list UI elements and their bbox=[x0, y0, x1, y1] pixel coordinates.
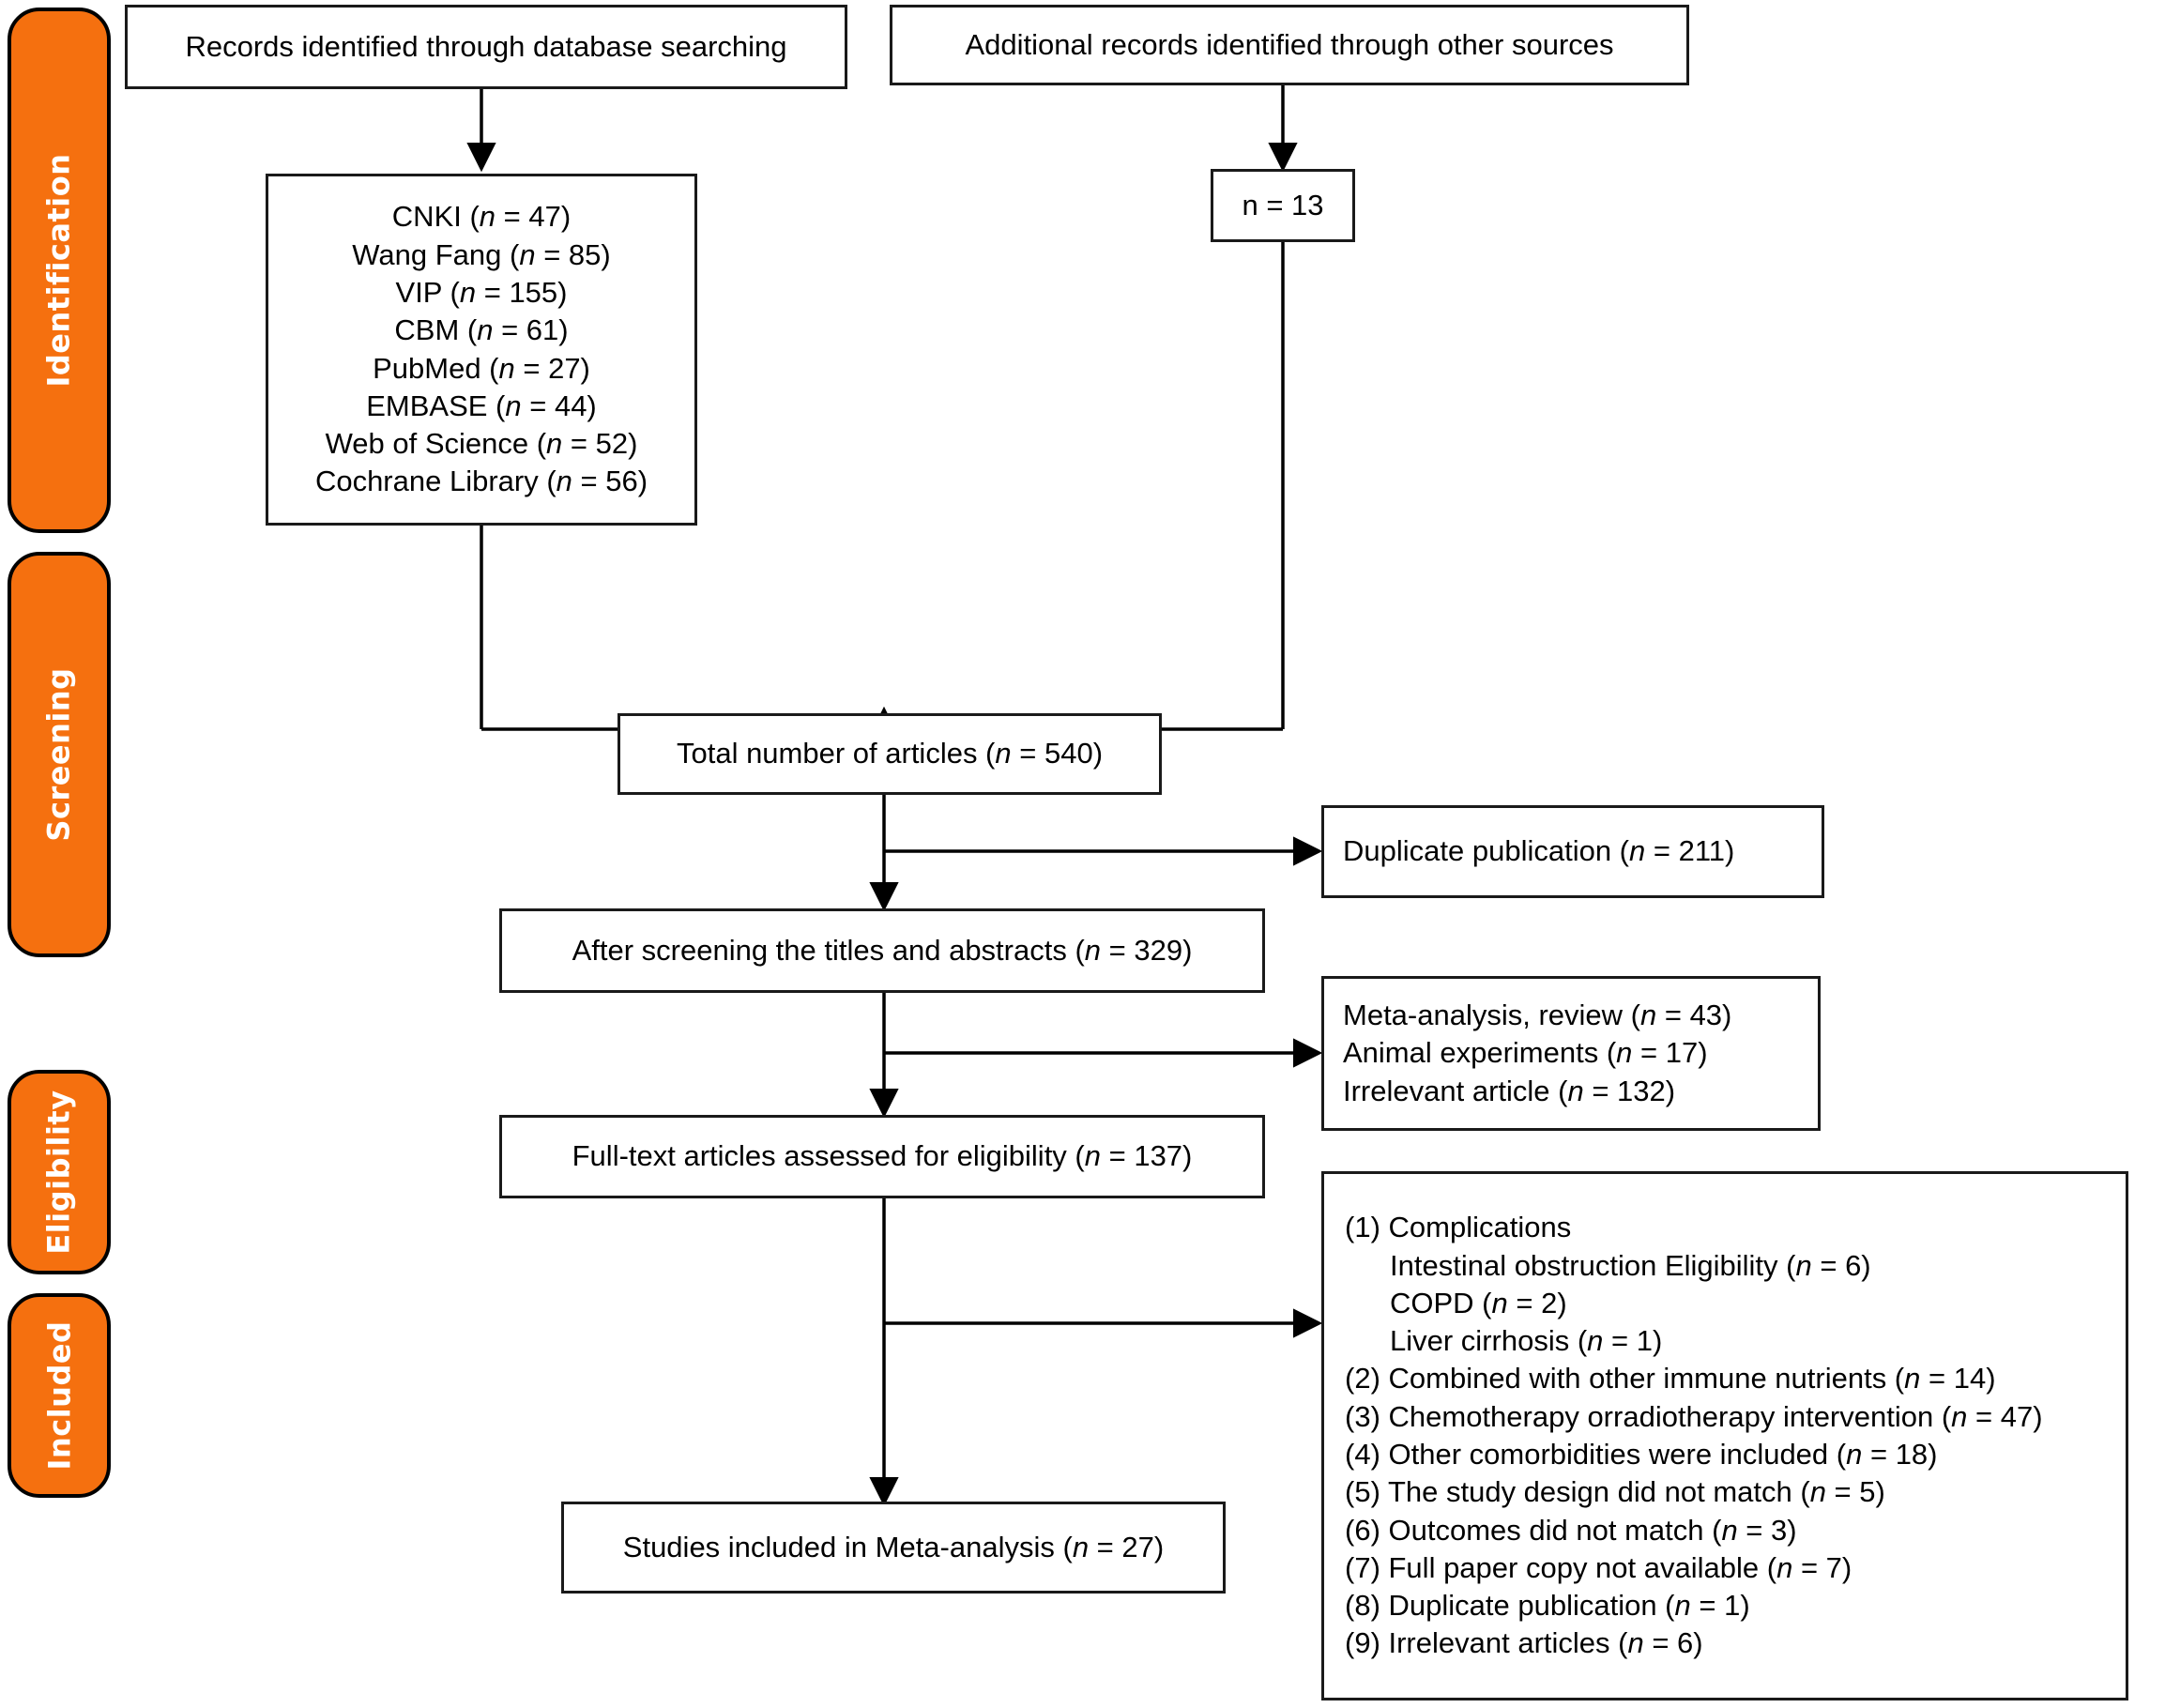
box-duplicate-publication-text: Duplicate publication (n = 211) bbox=[1343, 834, 1735, 868]
box-other-sources-count: n = 13 bbox=[1211, 169, 1355, 242]
box-after-screening: After screening the titles and abstracts… bbox=[499, 908, 1265, 993]
box-other-sources: Additional records identified through ot… bbox=[890, 5, 1689, 85]
stage-tab-identification: Identification bbox=[8, 8, 111, 533]
stage-tab-identification-label: Identification bbox=[41, 153, 78, 388]
box-full-text-assessed-text: Full-text articles assessed for eligibil… bbox=[572, 1139, 1193, 1173]
box-database-breakdown: CNKI (n = 47)Wang Fang (n = 85)VIP (n = … bbox=[266, 174, 697, 526]
stage-tab-eligibility-label: Eligibility bbox=[41, 1090, 78, 1255]
stage-tab-screening-label: Screening bbox=[41, 667, 78, 842]
box-included-studies-text: Studies included in Meta-analysis (n = 2… bbox=[622, 1530, 1165, 1563]
box-database-searching-text: Records identified through database sear… bbox=[185, 29, 787, 63]
box-duplicate-publication: Duplicate publication (n = 211) bbox=[1321, 805, 1824, 898]
box-other-sources-count-text: n = 13 bbox=[1242, 188, 1324, 221]
stage-tab-eligibility: Eligibility bbox=[8, 1070, 111, 1274]
box-database-searching: Records identified through database sear… bbox=[125, 5, 847, 89]
stage-tab-screening: Screening bbox=[8, 552, 111, 957]
box-other-sources-text: Additional records identified through ot… bbox=[965, 27, 1614, 61]
box-total-articles-text: Total number of articles (n = 540) bbox=[676, 737, 1104, 770]
box-after-screening-text: After screening the titles and abstracts… bbox=[572, 933, 1193, 967]
box-full-text-assessed: Full-text articles assessed for eligibil… bbox=[499, 1115, 1265, 1198]
box-database-breakdown-list: CNKI (n = 47)Wang Fang (n = 85)VIP (n = … bbox=[314, 200, 648, 498]
stage-tab-included-label: Included bbox=[41, 1320, 78, 1471]
box-included-studies: Studies included in Meta-analysis (n = 2… bbox=[561, 1502, 1226, 1594]
box-screening-exclusions-list: Meta-analysis, review (n = 43)Animal exp… bbox=[1343, 999, 1732, 1107]
stage-tab-included: Included bbox=[8, 1293, 111, 1498]
box-total-articles: Total number of articles (n = 540) bbox=[617, 713, 1162, 795]
box-screening-exclusions: Meta-analysis, review (n = 43)Animal exp… bbox=[1321, 976, 1821, 1131]
